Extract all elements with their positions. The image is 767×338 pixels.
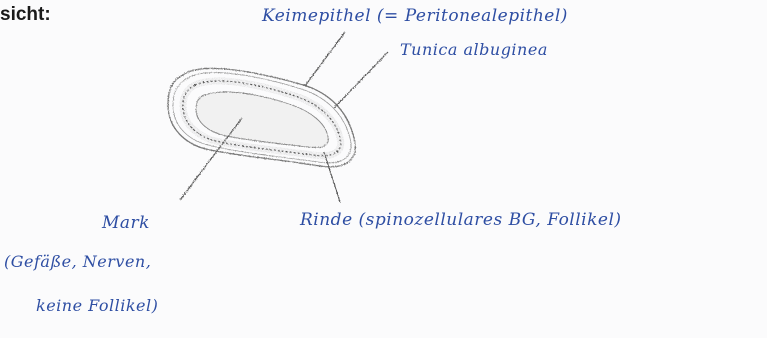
label-mark-detail-1: (Gefäße, Nerven, [4,252,151,271]
label-keimepithel: Keimepithel (= Peritonealepithel) [262,6,568,26]
pointer-rinde [324,152,340,202]
label-rinde: Rinde (spinozellulares BG, Follikel) [300,210,622,230]
label-mark: Mark [102,213,150,233]
pointer-keimepithel [305,32,345,86]
pointer-tunica [334,52,388,108]
label-mark-detail-2: keine Follikel) [36,296,158,315]
label-tunica-albuginea: Tunica albuginea [400,40,548,59]
